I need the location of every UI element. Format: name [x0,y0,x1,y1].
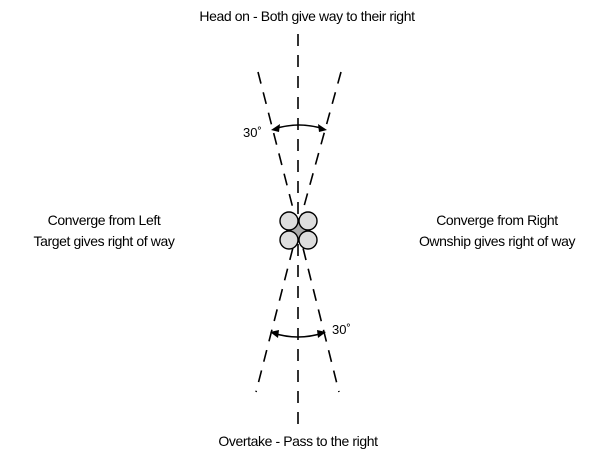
rear-right-boundary-line [297,227,340,393]
converge-right-line1: Converge from Right [436,212,558,228]
rear-angle-label: 30˚ [332,322,351,337]
front-arc-right-arrowhead [318,124,327,132]
front-right-boundary-line [297,71,342,229]
rotor-top-right [298,211,318,231]
rear-arc-right-arrowhead [317,330,326,338]
rear-left-boundary-line [255,227,299,393]
head-on-label: Head on - Both give way to their right [199,8,415,24]
rear-angle-arc [270,330,326,338]
rotor-bottom-right [298,230,318,250]
converge-left-line1: Converge from Left [48,212,161,228]
front-angle-label: 30˚ [243,125,262,140]
front-angle-arc [271,124,327,132]
front-arc-left-arrowhead [271,124,280,132]
converge-right-line2: Ownship gives right of way [419,233,576,249]
converge-left-line2: Target gives right of way [34,233,175,249]
converge-left-label: Converge from Left Target gives right of… [34,212,176,249]
converge-right-label: Converge from Right Ownship gives right … [419,212,576,249]
front-left-boundary-line [257,71,299,229]
rotor-top-left [279,211,299,231]
front-arc-path [273,124,325,130]
rotor-bottom-left [279,230,299,250]
overtake-label: Overtake - Pass to the right [218,433,378,449]
quadcopter-icon [279,211,318,250]
rear-arc-left-arrowhead [270,330,279,338]
